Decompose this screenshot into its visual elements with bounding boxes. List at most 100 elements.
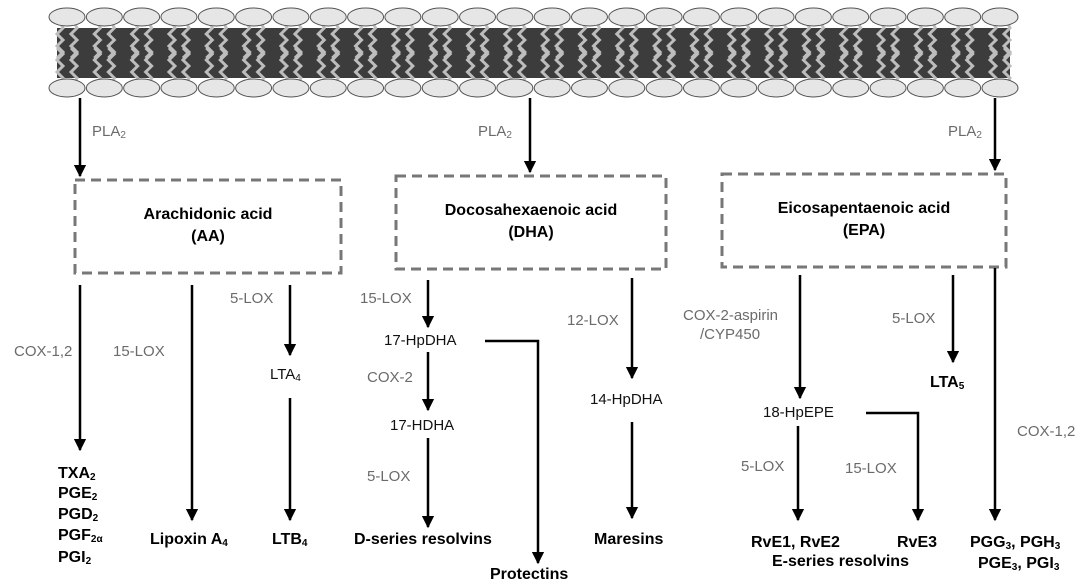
lipid-head-upper <box>48 7 86 27</box>
lipid-tail-lower <box>278 46 290 85</box>
lipid-head-lower <box>906 78 944 98</box>
lox5-epa-bottom-label: 5-LOX <box>741 458 785 475</box>
lipid-tail-lower <box>241 46 252 85</box>
lipid-head-lower <box>720 78 758 98</box>
pgg3-pgh3-label: PGG3, PGH3 <box>970 534 1061 552</box>
txa2-label: TXA2 <box>58 465 96 483</box>
lipid-tail-lower <box>502 46 513 85</box>
lipid-head-lower <box>384 78 422 98</box>
lipid-tail-lower <box>763 46 775 85</box>
cell-membrane-bilayer <box>48 7 1019 98</box>
hpepe-rve3-arrow <box>866 411 925 522</box>
lipid-head-upper <box>459 7 497 27</box>
lipid-head-lower <box>421 78 459 98</box>
lipid-tail-lower <box>950 46 961 85</box>
lipid-tail-lower <box>987 46 999 85</box>
lipid-tail-lower <box>367 46 378 85</box>
lipid-tail-lower <box>665 46 677 85</box>
rve12-label: RvE1, RvE2 <box>751 534 840 551</box>
lipid-tail-lower <box>689 46 700 85</box>
lox15-aa-label: 15-LOX <box>113 343 165 360</box>
lox5-aa-label: 5-LOX <box>230 290 274 307</box>
hpdha-protectin-arrow <box>485 339 545 565</box>
hdha17-label: 17-HDHA <box>390 417 455 434</box>
lipid-head-upper <box>347 7 385 27</box>
hpdha17-label: 17-HpDHA <box>384 332 457 349</box>
lipid-head-lower <box>682 78 720 98</box>
lipid-head-upper <box>197 7 235 27</box>
lipoxin-a4-label: Lipoxin A4 <box>150 531 228 549</box>
dha-box <box>394 174 668 271</box>
lipid-head-upper <box>682 7 720 27</box>
lipid-tail-lower <box>577 46 588 85</box>
lipid-head-lower <box>123 78 161 98</box>
pla2-right-label: PLA2 <box>948 123 982 141</box>
lipid-tail-lower <box>726 46 737 85</box>
protectins-label: Protectins <box>490 566 569 583</box>
lipid-head-lower <box>944 78 982 98</box>
lipid-tail-lower <box>428 46 439 85</box>
maresins-label: Maresins <box>594 531 664 548</box>
lipid-head-lower <box>48 78 86 98</box>
lipid-tail-lower <box>838 46 849 85</box>
lipid-head-upper <box>421 7 459 27</box>
lipid-head-lower <box>85 78 123 98</box>
lipid-tail-lower <box>651 46 663 85</box>
lox5-epa-label: 5-LOX <box>892 310 936 327</box>
lipid-head-lower <box>869 78 907 98</box>
lipid-tail-lower <box>292 46 304 85</box>
lipid-tail-lower <box>129 46 140 85</box>
lta5-label: LTA5 <box>930 374 965 392</box>
lipid-head-upper <box>757 7 795 27</box>
cox12-aa-label: COX-1,2 <box>14 343 73 360</box>
lipid-head-lower <box>533 78 571 98</box>
lipid-head-lower <box>272 78 310 98</box>
lipid-tail-lower <box>92 46 103 85</box>
lipid-tail-lower <box>404 46 416 85</box>
lipid-tail-lower <box>815 46 826 85</box>
aa-box-text: Arachidonic acid(AA) <box>143 206 273 245</box>
ltb4-label: LTB4 <box>272 531 308 549</box>
lipid-tail-lower <box>614 46 625 85</box>
lipid-head-upper <box>123 7 161 27</box>
d-series-resolvins-label: D-series resolvins <box>354 531 492 548</box>
lipid-tail-lower <box>143 46 154 85</box>
lipid-head-upper <box>160 7 198 27</box>
lipid-head-upper <box>85 7 123 27</box>
lipid-head-lower <box>570 78 608 98</box>
lipid-tail-lower <box>801 46 812 85</box>
pgf2a-label: PGF2α <box>58 527 103 545</box>
lipid-head-upper <box>869 7 907 27</box>
lipid-tail-lower <box>591 46 602 85</box>
lipid-tail-lower <box>106 46 117 85</box>
lipid-tail-lower <box>68 46 80 85</box>
lipid-tail-lower <box>913 46 924 85</box>
pge3-pgi3-label: PGE3, PGI3 <box>978 555 1060 573</box>
dha-box-text: Docosahexaenoic acid(DHA) <box>444 202 618 241</box>
lox15-dha-label: 15-LOX <box>360 290 412 307</box>
lipid-tail-lower <box>554 46 565 85</box>
lipid-tail-lower <box>316 46 327 85</box>
lipid-tail-lower <box>442 46 453 85</box>
lipid-head-lower <box>459 78 497 98</box>
aa-box <box>73 178 343 275</box>
hpepe18-label: 18-HpEPE <box>763 404 834 421</box>
lipid-tail-lower <box>465 46 476 85</box>
lipid-tail-lower <box>703 46 714 85</box>
lipid-tail-lower <box>353 46 364 85</box>
pla2-mid-label: PLA2 <box>478 123 512 141</box>
lipid-head-upper <box>906 7 944 27</box>
lox15-epa-label: 15-LOX <box>845 460 897 477</box>
lipid-tail-lower <box>777 46 789 85</box>
cox12-epa-label: COX-1,2 <box>1017 423 1076 440</box>
rve3-label: RvE3 <box>897 534 938 551</box>
pgi2-label: PGI2 <box>58 549 92 567</box>
lipid-head-lower <box>645 78 683 98</box>
lipid-head-lower <box>197 78 235 98</box>
lipid-head-lower <box>794 78 832 98</box>
lipid-tail-lower <box>927 46 938 85</box>
cox2-dha-label: COX-2 <box>367 369 413 386</box>
lipid-tail-lower <box>1001 46 1013 85</box>
epa-box <box>720 172 1008 269</box>
